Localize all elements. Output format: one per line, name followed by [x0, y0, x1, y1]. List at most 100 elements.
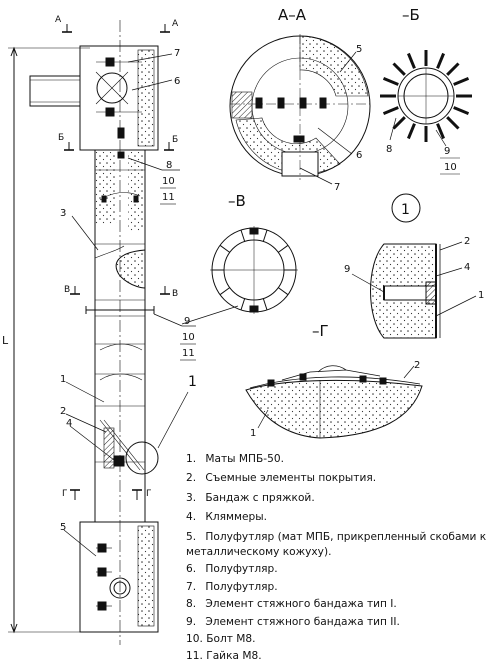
svg-text:9: 9 — [444, 146, 450, 157]
bottom-header-box — [79, 521, 159, 633]
callout-main-6: 6 — [174, 76, 180, 87]
svg-text:А: А — [172, 19, 179, 29]
main-elevation: L А А — [2, 15, 196, 645]
callout-main-8: 8 — [166, 160, 172, 171]
spoke — [407, 123, 416, 140]
spoke — [436, 52, 445, 69]
legend-item: 2. Съемные элементы покрытия. — [186, 472, 377, 485]
spoke — [446, 62, 460, 76]
svg-text:8: 8 — [386, 144, 392, 155]
spoke — [453, 106, 470, 115]
view-v — [210, 226, 298, 314]
view-g-title: –Г — [312, 322, 329, 340]
segment-divider — [262, 298, 268, 311]
main-leaders — [63, 53, 196, 557]
view-v-title: –В — [228, 192, 246, 210]
view-b-callouts: 8 9 10 — [386, 144, 457, 173]
detail-1-callouts: 2 9 4 1 — [344, 236, 484, 301]
legend-item: 9. Элемент стяжного бандажа тип II. — [186, 615, 400, 628]
segment-divider — [278, 244, 289, 253]
callout-detail-ref-1: 1 — [188, 374, 197, 390]
view-g-callouts: 2 1 — [250, 360, 420, 439]
view-b-spokes — [380, 50, 472, 142]
legend-item: 4. Кляммеры. — [186, 511, 267, 524]
segment-divider — [262, 229, 268, 242]
callout-main-2: 2 — [60, 406, 66, 417]
view-b-title: –Б — [402, 6, 420, 24]
svg-text:7: 7 — [334, 182, 340, 193]
spoke — [382, 106, 399, 115]
svg-text:5: 5 — [356, 44, 362, 55]
svg-text:2: 2 — [414, 360, 420, 371]
legend-list: 1. Маты МПБ-50. 2. Съемные элементы покр… — [186, 452, 492, 667]
segment-divider — [240, 229, 246, 242]
legend-item: 10. Болт М8. — [186, 633, 256, 646]
section-mark-v: В В — [64, 285, 178, 299]
segment-divider — [240, 298, 246, 311]
svg-text:В: В — [64, 285, 70, 295]
length-label: L — [2, 334, 9, 347]
legend-item: 1. Маты МПБ-50. — [186, 453, 284, 465]
detail-1-leaders — [351, 241, 477, 317]
length-dimension: L — [2, 46, 90, 634]
callout-main-3: 3 — [60, 208, 66, 219]
detail-1 — [370, 243, 441, 339]
view-b — [380, 50, 472, 142]
view-g-leaders — [257, 365, 415, 429]
segment-divider — [219, 244, 230, 253]
svg-text:Б: Б — [172, 135, 178, 145]
section-aa-callouts: 5 6 7 — [334, 44, 362, 193]
main-callout-underlines — [160, 187, 196, 361]
spoke — [382, 77, 399, 86]
legend-item: 5. Полуфутляр (мат МПБ, прикрепленный ск… — [186, 530, 487, 559]
svg-text:Г: Г — [146, 489, 152, 499]
svg-text:10: 10 — [444, 162, 457, 173]
legend-item: 11. Гайка М8. — [186, 650, 262, 663]
section-aa — [229, 34, 371, 180]
callout-main-7: 7 — [174, 48, 180, 59]
detail-1-label: 1 — [401, 202, 410, 218]
callout-main-11b: 11 — [182, 348, 195, 359]
callout-main-4: 4 — [66, 418, 72, 429]
section-mark-a: А А — [55, 15, 179, 33]
segment-divider — [219, 287, 230, 296]
spoke — [446, 116, 460, 130]
svg-text:А: А — [55, 15, 62, 25]
detail-circle-1 — [125, 441, 159, 475]
callout-main-9: 9 — [184, 316, 190, 327]
spoke — [392, 62, 406, 76]
callout-main-10: 10 — [162, 176, 175, 187]
view-b-leaders — [389, 117, 447, 147]
section-aa-leaders — [299, 51, 357, 185]
section-mark-g: Г Г — [62, 489, 152, 500]
svg-text:4: 4 — [464, 262, 470, 273]
legend-item: 8. Элемент стяжного бандажа тип I. — [186, 598, 397, 611]
view-g — [245, 365, 423, 439]
callout-main-5: 5 — [60, 522, 66, 533]
svg-text:Б: Б — [58, 133, 64, 143]
svg-text:6: 6 — [356, 150, 362, 161]
legend-item: 6. Полуфутляр. — [186, 563, 278, 576]
svg-text:1: 1 — [478, 290, 484, 301]
section-mark-b: Б Б — [58, 133, 178, 151]
legend-item: 7. Полуфутляр. — [186, 580, 278, 593]
legend-item: 3. Бандаж с пряжкой. — [186, 491, 315, 504]
main-callouts: 7 6 8 10 11 3 9 10 11 1 2 4 5 1 — [60, 48, 197, 533]
detail-1-marker — [391, 193, 421, 223]
callout-main-10b: 10 — [182, 332, 195, 343]
svg-text:9: 9 — [344, 264, 350, 275]
section-aa-title: А–А — [278, 6, 307, 24]
svg-text:2: 2 — [464, 236, 470, 247]
svg-text:1: 1 — [250, 428, 256, 439]
svg-text:Г: Г — [62, 489, 68, 499]
spoke — [436, 123, 445, 140]
duct-body — [85, 149, 155, 523]
segment-divider — [278, 287, 289, 296]
callout-main-1: 1 — [60, 374, 66, 385]
spoke — [407, 52, 416, 69]
callout-main-11: 11 — [162, 192, 175, 203]
spoke — [453, 77, 470, 86]
top-header-box — [29, 45, 159, 151]
